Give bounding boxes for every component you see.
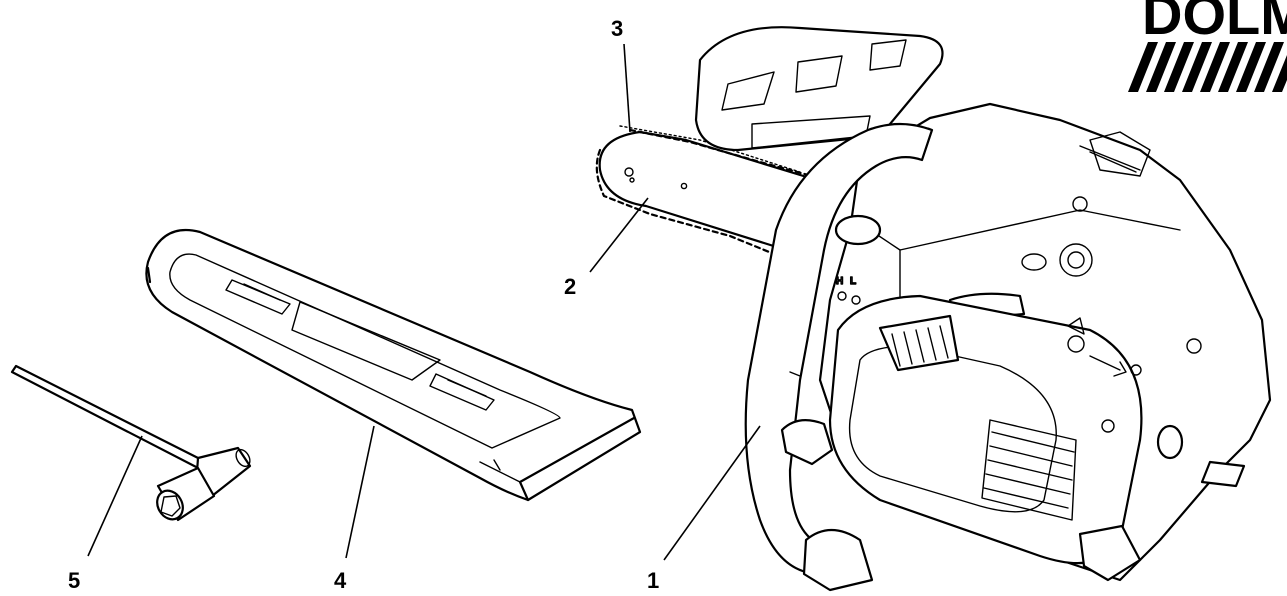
callout-5: 5 — [68, 568, 80, 593]
leader-1 — [663, 425, 761, 561]
leader-2 — [589, 197, 649, 273]
chainsaw-body: H L — [694, 26, 1272, 582]
leader-3 — [623, 43, 631, 133]
callout-1: 1 — [647, 568, 659, 593]
brand-logo-text: DOLM — [1142, 0, 1287, 46]
callout-2: 2 — [564, 274, 576, 299]
brand-logo: DOLM — [1128, 0, 1287, 92]
guide-bar — [598, 130, 812, 250]
front-handle — [744, 122, 934, 592]
leader-lines — [87, 43, 761, 561]
carb-l-label: L — [850, 276, 856, 287]
combination-spanner — [10, 364, 252, 522]
callout-3: 3 — [611, 16, 623, 41]
callout-4: 4 — [334, 568, 347, 593]
bar-guard — [145, 228, 642, 502]
leader-4 — [345, 425, 375, 559]
callout-labels: 3 2 1 4 5 — [68, 16, 659, 593]
carb-h-label: H — [836, 276, 843, 287]
leader-5 — [87, 435, 143, 557]
brand-stripes — [1128, 42, 1287, 92]
saw-chain — [595, 125, 814, 256]
